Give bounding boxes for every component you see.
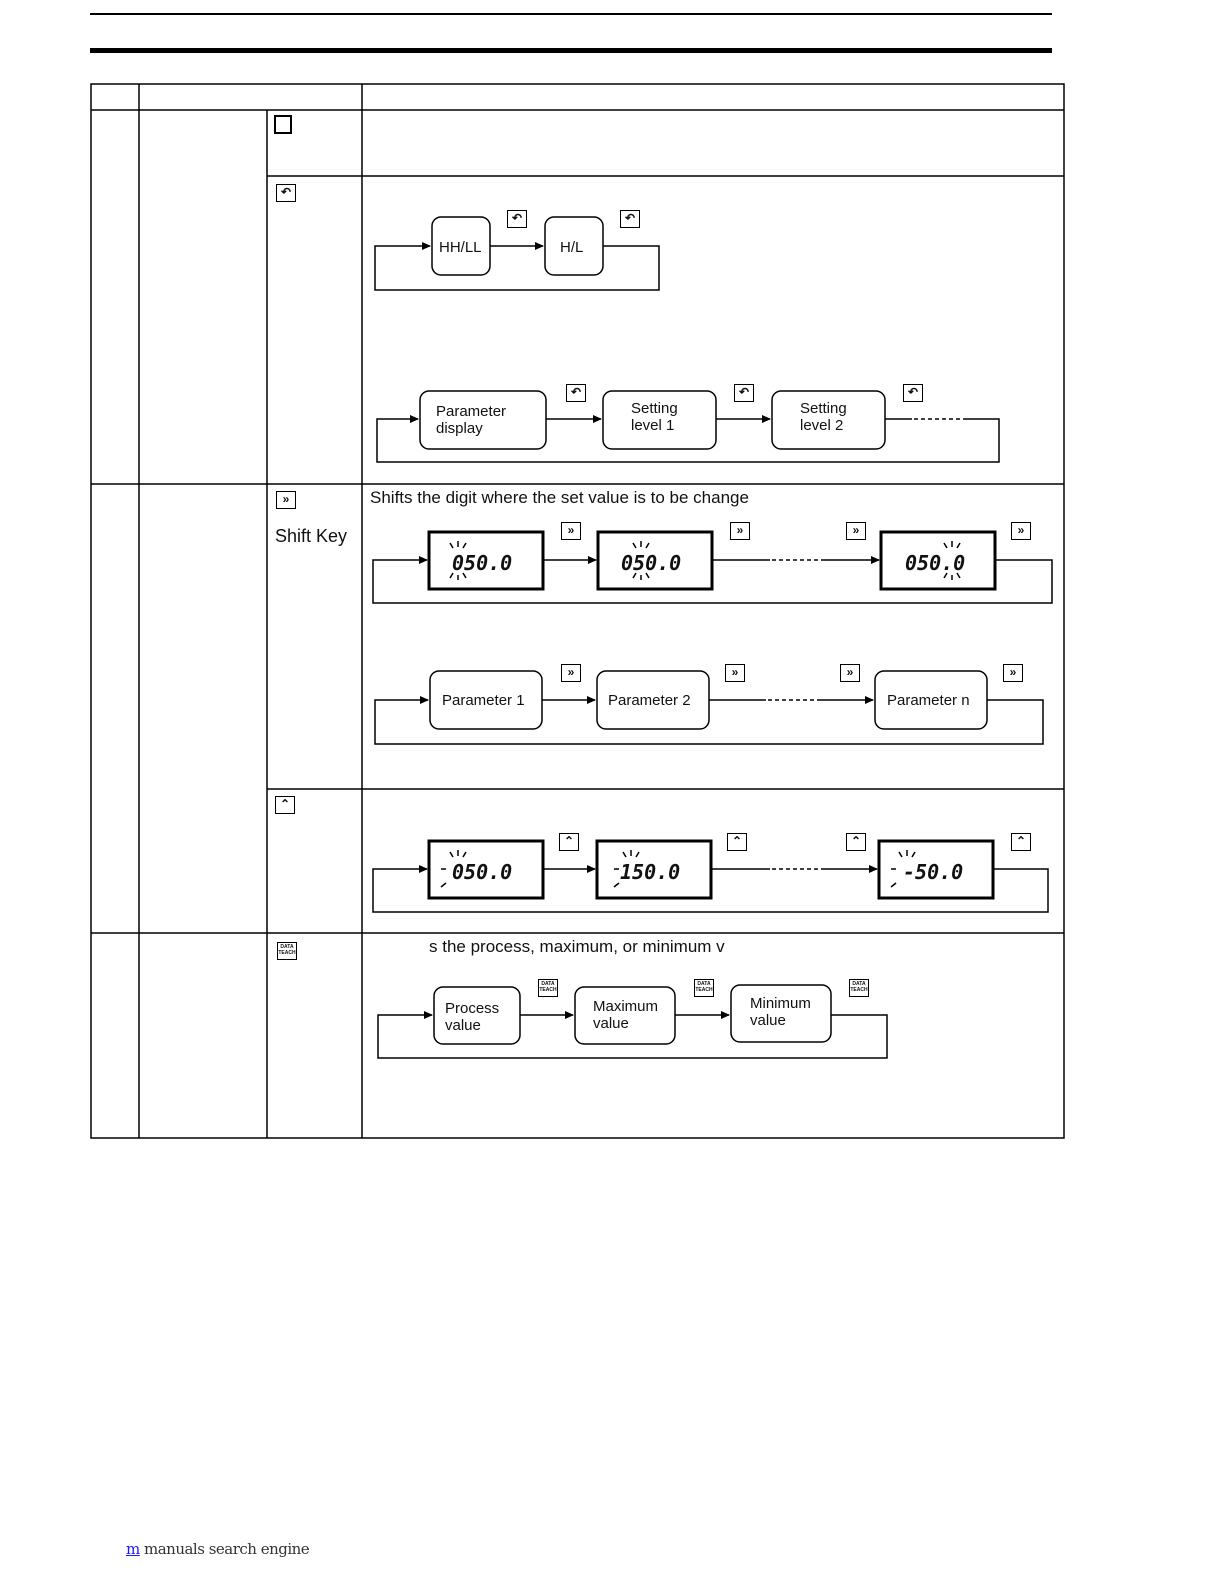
shift-key-description: Shifts the digit where the set value is …: [370, 488, 749, 507]
double-chevron-up-key-icon: ⌃: [559, 833, 579, 851]
lcd-digit-readout: 150.0: [620, 860, 680, 884]
double-chevron-up-key-icon: ⌃: [727, 833, 747, 851]
table-grid: [90, 83, 1065, 1139]
level-return-key-icon: ↶: [903, 384, 923, 402]
lcd-display-2: [596, 530, 714, 591]
double-chevron-up-key-icon: ⌃: [846, 833, 866, 851]
top-rule-thin: [90, 13, 1052, 15]
double-chevron-right-key-icon: »: [840, 664, 860, 682]
lcd-display-1: [427, 530, 545, 591]
lcd-display-up-3: [877, 839, 995, 900]
lcd-digit-readout: 050.0: [452, 860, 512, 884]
flow-box-label: Parameter n: [887, 692, 970, 709]
double-chevron-right-key-icon: »: [725, 664, 745, 682]
data-teach-key-icon: DATA TEACH: [694, 979, 714, 997]
lcd-digit-readout: 050.0: [621, 551, 681, 575]
double-chevron-right-key-icon: »: [846, 522, 866, 540]
footer-tail: manuals search engine: [139, 1540, 310, 1558]
flow-box-label: Parameter 1: [442, 692, 525, 709]
double-chevron-right-key-icon: »: [730, 522, 750, 540]
flow-box-label: H/L: [560, 239, 583, 256]
level-loop-diagram: [374, 216, 660, 291]
level-return-key-icon: ↶: [620, 210, 640, 228]
double-chevron-right-key-icon: »: [561, 522, 581, 540]
lcd-digit-readout: 050.0: [452, 551, 512, 575]
flow-box-parameter-display: [419, 390, 547, 450]
flow-box-label: Parameter 2: [608, 692, 691, 709]
flow-box-minimum-value: [730, 984, 832, 1043]
lcd-digit-readout: -50.0: [903, 860, 963, 884]
parameter-display-loop-diagram: [376, 390, 1000, 463]
double-chevron-up-key-icon: ⌃: [1011, 833, 1031, 851]
shift-digit-loop-diagram: [372, 530, 1053, 604]
data-teach-key-description: s the process, maximum, or minimum v: [429, 937, 725, 956]
level-return-key-icon: ↶: [276, 184, 296, 202]
lcd-digit-readout: 050.0: [905, 551, 965, 575]
level-return-key-icon: ↶: [566, 384, 586, 402]
double-chevron-right-key-icon: »: [1011, 522, 1031, 540]
data-teach-key-icon: DATA TEACH: [538, 979, 558, 997]
square-key-icon: [274, 115, 292, 134]
data-teach-loop-diagram: [377, 984, 888, 1059]
top-rule-thick: [90, 48, 1052, 53]
flow-box-setting-level-1: [602, 390, 717, 450]
lcd-display-3: [879, 530, 997, 591]
data-teach-key-icon: DATA TEACH: [849, 979, 869, 997]
flow-box-label: HH/LL: [439, 239, 482, 256]
footer-link[interactable]: m: [126, 1540, 140, 1558]
flow-box-setting-level-2: [771, 390, 886, 450]
level-return-key-icon: ↶: [734, 384, 754, 402]
up-digit-loop-diagram: [372, 839, 1049, 913]
double-chevron-right-key-icon: »: [276, 491, 296, 509]
double-chevron-right-key-icon: »: [1003, 664, 1023, 682]
level-return-key-icon: ↶: [507, 210, 527, 228]
footer: m manuals search engine: [126, 1540, 310, 1558]
double-chevron-up-key-icon: ⌃: [275, 796, 295, 814]
double-chevron-right-key-icon: »: [561, 664, 581, 682]
lcd-display-up-1: [427, 839, 545, 900]
shift-parameter-loop-diagram: [374, 670, 1044, 745]
data-teach-key-icon: DATA TEACH: [277, 942, 297, 960]
shift-key-label: Shift Key: [275, 526, 348, 546]
